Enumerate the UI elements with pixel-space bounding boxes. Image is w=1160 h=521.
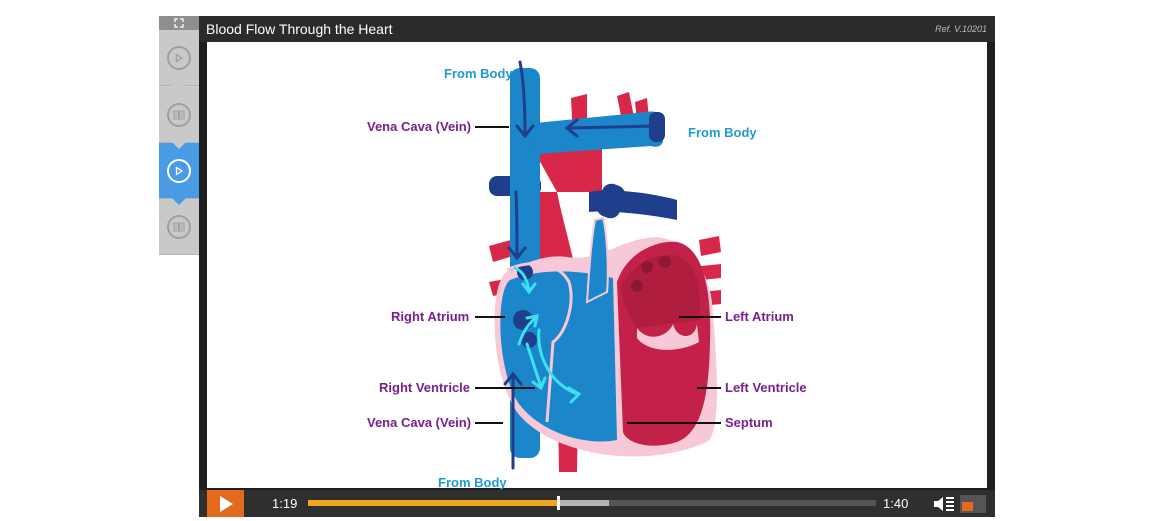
scrubber-handle[interactable]: [556, 496, 560, 510]
label-right-atrium: Right Atrium: [391, 309, 470, 324]
play-circle-icon: [167, 45, 191, 70]
fullscreen-button[interactable]: [159, 16, 199, 30]
label-vena-cava-top: Vena Cava (Vein): [367, 119, 472, 134]
label-septum: Septum: [725, 415, 773, 430]
total-time: 1:40: [883, 496, 909, 511]
flow-arrows: [503, 60, 657, 470]
play-circle-icon: [167, 158, 191, 183]
label-from-body-bottom: From Body: [438, 475, 507, 490]
book-icon: [167, 102, 191, 127]
video-title: Blood Flow Through the Heart: [206, 21, 393, 37]
chapter-item-4[interactable]: [159, 199, 199, 255]
current-time: 1:19: [272, 496, 298, 511]
play-button[interactable]: [207, 490, 244, 517]
label-from-body-right: From Body: [688, 125, 757, 140]
control-bar: 1:19 1:40: [199, 490, 995, 517]
play-icon: [219, 495, 233, 512]
label-left-atrium: Left Atrium: [725, 309, 794, 324]
heart-diagram: [475, 60, 721, 472]
heart-body: [494, 216, 717, 457]
chapter-sidebar: [159, 16, 199, 255]
label-vena-cava-bottom: Vena Cava (Vein): [367, 415, 472, 430]
leader-lines: [475, 126, 721, 424]
label-right-ventricle: Right Ventricle: [379, 380, 471, 395]
volume-fill: [962, 502, 973, 511]
video-player: Blood Flow Through the Heart Ref. V.1020…: [199, 16, 995, 517]
volume-slider[interactable]: [960, 495, 986, 513]
label-from-body-top: From Body: [444, 66, 513, 81]
played-range: [308, 500, 558, 506]
title-bar: Blood Flow Through the Heart Ref. V.1020…: [199, 16, 995, 42]
expand-icon: [174, 18, 184, 28]
book-icon: [167, 214, 191, 239]
chapter-item-2[interactable]: [159, 87, 199, 149]
progress-bar[interactable]: [308, 496, 876, 510]
chapter-item-3[interactable]: [159, 143, 199, 205]
volume-icon[interactable]: [933, 495, 955, 513]
label-left-ventricle: Left Ventricle: [725, 380, 807, 395]
chapter-item-1[interactable]: [159, 30, 199, 92]
video-frame[interactable]: From Body From Body From Body Vena Cava …: [207, 42, 987, 490]
reference-label: Ref. V.10201: [935, 24, 987, 34]
